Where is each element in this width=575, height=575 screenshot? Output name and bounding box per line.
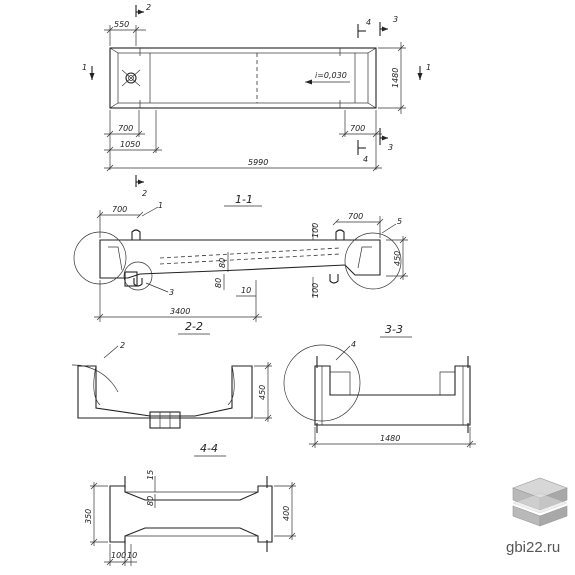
section-1-1-body	[99, 239, 381, 279]
section-4-4-dim-80: 80	[146, 496, 155, 506]
dim-550: 550	[114, 20, 129, 29]
section-1-1-dim-700-left: 700	[112, 205, 127, 214]
section-2-2-outlet	[149, 411, 181, 429]
dim-700-left: 700	[118, 124, 133, 133]
callout-2: 2	[120, 341, 125, 350]
section-1-1-dim-700-right: 700	[348, 212, 363, 221]
watermark-logo	[512, 477, 568, 527]
cut-3-bottom: 3	[388, 143, 393, 152]
watermark-text: gbi22.ru	[506, 539, 560, 556]
section-4-4-dim-350: 350	[84, 509, 93, 524]
detail-circle-5	[344, 232, 402, 290]
callout-3: 3	[169, 288, 174, 297]
detail-circle-3	[123, 261, 153, 291]
cut-1-left: 1	[82, 63, 87, 72]
section-2-2: 2-2 2 450	[71, 320, 272, 429]
callout-5: 5	[397, 217, 402, 226]
callout-1: 1	[158, 201, 163, 210]
cut-3-top: 3	[393, 15, 398, 24]
cut-2-bottom: 2	[142, 189, 147, 198]
section-3-3-body	[314, 365, 471, 426]
dim-1480: 1480	[391, 68, 400, 88]
section-1-1-dim-10: 10	[241, 286, 251, 295]
section-1-1-dim-80a: 80	[218, 258, 227, 268]
section-4-4-dim-15: 15	[146, 470, 155, 480]
plan-inner-outline	[117, 52, 369, 104]
detail-circle-4	[283, 344, 361, 422]
section-2-2-title: 2-2	[185, 320, 203, 333]
section-1-1-dim-80b: 80	[214, 278, 223, 288]
section-4-4-title: 4-4	[200, 442, 218, 455]
dim-700-right: 700	[350, 124, 365, 133]
callout-4: 4	[351, 340, 356, 349]
section-3-3-dim-1480: 1480	[380, 434, 400, 443]
cut-2-top: 2	[146, 3, 151, 12]
section-1-1-dim-100a: 100	[311, 223, 320, 238]
section-2-2-dim-450: 450	[258, 385, 267, 400]
outlet-pipe	[124, 271, 138, 287]
section-3-3-title: 3-3	[385, 323, 403, 336]
section-2-2-body	[77, 365, 253, 419]
section-1-1-dim-3400: 3400	[170, 307, 190, 316]
plan-outline	[109, 47, 377, 109]
cut-4-top: 4	[366, 18, 371, 27]
slope-label: i=0,030	[315, 71, 347, 80]
dim-1050: 1050	[120, 140, 140, 149]
section-1-1: 1-1 700 1 700 5	[73, 193, 408, 322]
section-4-4-dim-100: 100	[111, 551, 126, 560]
plan-view: i=0,030 550 700 1050 5990 700	[82, 3, 431, 198]
section-3-3: 3-3 4 1480	[283, 323, 476, 448]
section-4-4: 4-4 15 80 350 400 100 10	[84, 442, 296, 566]
cut-4-bottom: 4	[363, 155, 368, 164]
cut-1-right: 1	[426, 63, 431, 72]
drain-outlet-icon	[125, 72, 137, 84]
dim-5990: 5990	[248, 158, 268, 167]
section-4-4-dim-400: 400	[282, 506, 291, 521]
section-4-4-dim-10: 10	[127, 551, 137, 560]
section-4-4-body	[109, 485, 273, 543]
section-1-1-dim-450: 450	[393, 251, 402, 266]
section-1-1-title: 1-1	[235, 193, 253, 206]
section-1-1-dim-100b: 100	[311, 283, 320, 298]
